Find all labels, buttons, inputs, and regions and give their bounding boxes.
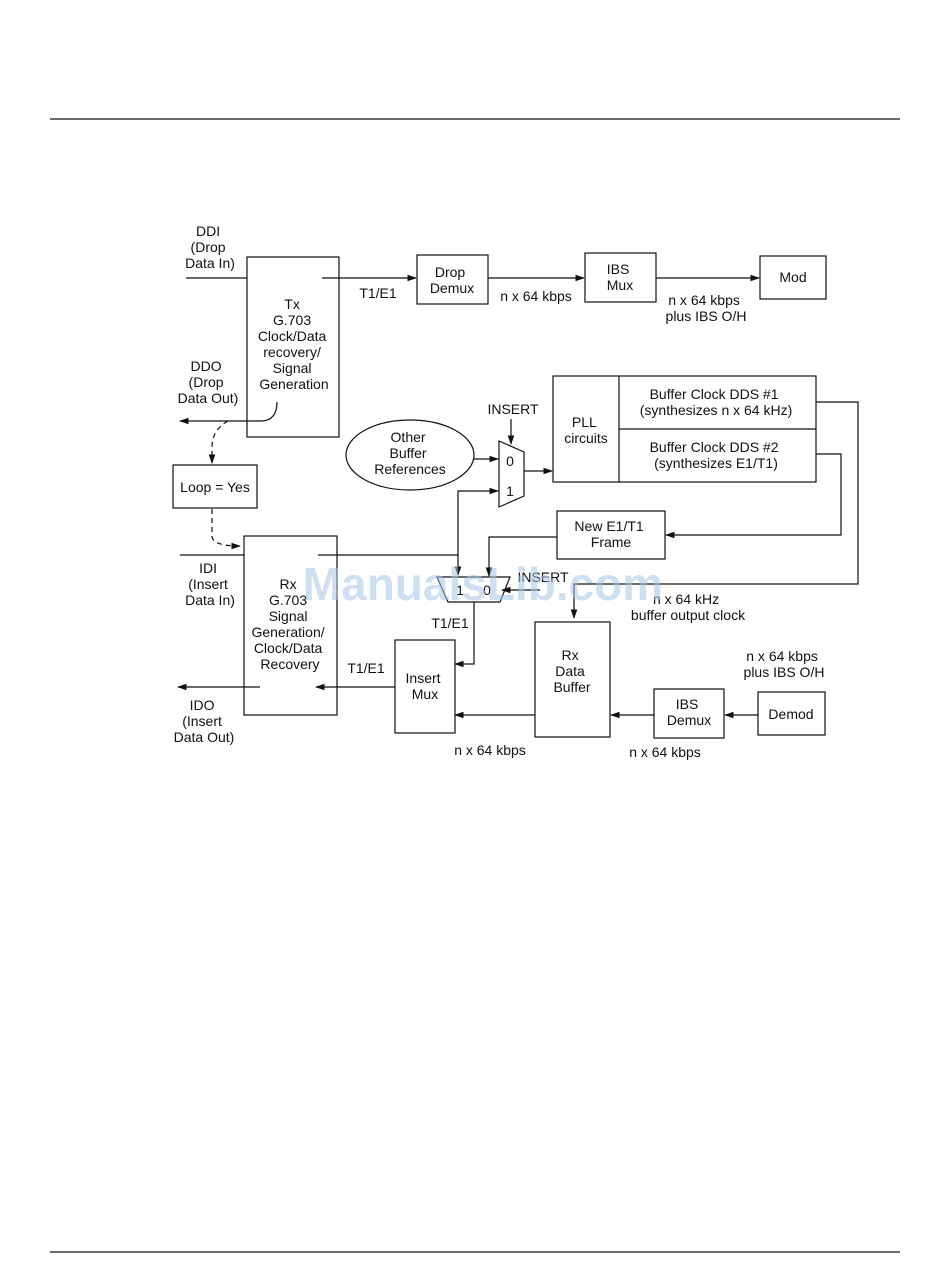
frame-select-mux bbox=[436, 576, 511, 603]
tx-block-label: Tx G.703 Clock/Data recovery/ Signal Gen… bbox=[258, 296, 330, 392]
insert-mux-label: Insert Mux bbox=[406, 670, 445, 702]
nx64-plus-ibs-top-label: n x 64 kbps plus IBS O/H bbox=[666, 292, 747, 324]
rx-data-buffer-label: Rx Data Buffer bbox=[553, 647, 590, 695]
ibs-mux-label: IBS Mux bbox=[607, 261, 633, 293]
rx-clock-to-clock-mux-line bbox=[457, 487, 499, 555]
loop-yes-label: Loop = Yes bbox=[180, 479, 250, 495]
new-frame-block bbox=[556, 510, 666, 560]
loop-dashed-path-top bbox=[208, 420, 229, 464]
ibs-demux-block bbox=[653, 688, 725, 739]
clock-select-mux bbox=[498, 440, 525, 508]
ibs-mux-block bbox=[584, 252, 657, 303]
demod-label: Demod bbox=[768, 706, 813, 722]
frame-mux-input-1: 1 bbox=[456, 582, 464, 598]
loop-dashed-path-bottom bbox=[211, 509, 241, 550]
dds2-output-line bbox=[665, 453, 842, 539]
insert-top-label: INSERT bbox=[487, 401, 539, 417]
drop-demux-block bbox=[416, 254, 489, 305]
loop-yes-box bbox=[172, 464, 258, 509]
ido-label: IDO (Insert Data Out) bbox=[174, 697, 235, 745]
ddo-return-curve bbox=[261, 401, 278, 422]
pll-label: PLL circuits bbox=[564, 414, 608, 446]
t1e1-top-label: T1/E1 bbox=[359, 285, 397, 301]
t1e1-mid-label: T1/E1 bbox=[431, 615, 469, 631]
frame-mux-input-0: 0 bbox=[483, 582, 491, 598]
clock-out-label: n x 64 kHz buffer output clock bbox=[631, 591, 746, 623]
other-buffer-references-label: Other Buffer References bbox=[374, 429, 446, 477]
dds2-label: Buffer Clock DDS #2 (synthesizes E1/T1) bbox=[650, 439, 783, 471]
dds1-output-line bbox=[570, 401, 859, 619]
rx-data-buffer-block bbox=[534, 621, 611, 738]
dds1-label: Buffer Clock DDS #1 (synthesizes n x 64 … bbox=[640, 386, 793, 418]
idi-label: IDI (Insert Data In) bbox=[185, 560, 235, 608]
nx64-bottom-left-label: n x 64 kbps bbox=[454, 742, 526, 758]
mod-block bbox=[759, 255, 827, 300]
frame-mux-to-insert-mux-line bbox=[454, 602, 475, 668]
other-buffer-references-oval bbox=[345, 419, 475, 491]
clock-mux-input-0: 0 bbox=[506, 453, 514, 469]
clock-mux-input-1: 1 bbox=[506, 483, 514, 499]
insert-mux-block bbox=[394, 639, 456, 734]
t1e1-low-label: T1/E1 bbox=[347, 660, 385, 676]
ibs-demux-label: IBS Demux bbox=[667, 696, 711, 728]
new-frame-to-mux-line bbox=[485, 536, 557, 577]
mod-label: Mod bbox=[779, 269, 806, 285]
drop-demux-label: Drop Demux bbox=[430, 264, 474, 296]
ddo-label: DDO (Drop Data Out) bbox=[178, 358, 239, 406]
demod-block bbox=[757, 691, 826, 736]
tx-g703-block bbox=[246, 256, 340, 438]
rx-block-label: Rx G.703 Signal Generation/ Clock/Data R… bbox=[251, 576, 328, 672]
watermark: ManualsLib.com bbox=[303, 558, 663, 610]
insert-mid-label: INSERT bbox=[517, 569, 569, 585]
nx64-plus-ibs-low-label: n x 64 kbps plus IBS O/H bbox=[744, 648, 825, 680]
nx64-top-label: n x 64 kbps bbox=[500, 288, 572, 304]
new-frame-label: New E1/T1 Frame bbox=[574, 518, 647, 550]
ddi-label: DDI (Drop Data In) bbox=[185, 223, 235, 271]
nx64-bottom-right-label: n x 64 kbps bbox=[629, 744, 701, 760]
